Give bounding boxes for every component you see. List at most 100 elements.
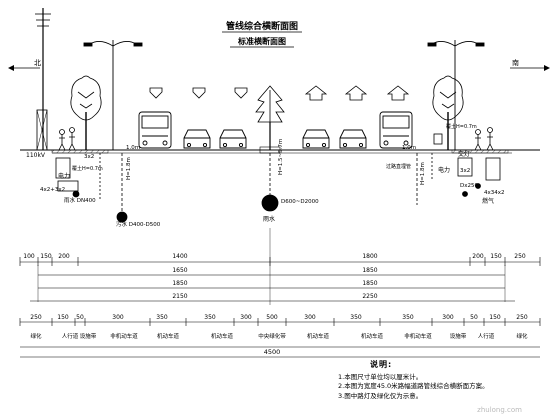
streetlight-left — [83, 40, 143, 150]
car-3 — [302, 129, 330, 149]
pedestrians-right — [474, 127, 494, 151]
dim-row2-left: 1650 — [172, 267, 187, 274]
right-cable: 4x34x2 — [484, 190, 505, 196]
dim-row1-4: 1400 — [172, 253, 187, 260]
note-1: 1.本图尺寸单位均以厘米计。 — [338, 372, 423, 381]
notes-heading: 说明: — [370, 360, 393, 369]
right-cover-depth: 覆土H=0.7m — [446, 123, 477, 130]
dim-row2-right: 1850 — [362, 267, 377, 274]
right-pipe: Dx250 — [460, 183, 478, 189]
dim-row1-1: 100 — [23, 253, 35, 260]
drawing-title: 管线综合横断面图 — [226, 20, 298, 32]
pedestrians-left — [58, 127, 76, 151]
dim-row1-2: 150 — [40, 253, 52, 260]
right-elec-box: 电力 — [438, 166, 450, 174]
seg-10: 350 — [350, 314, 362, 321]
zone-3: 设施带 — [80, 332, 97, 340]
seg-11: 350 — [402, 314, 414, 321]
right-traffic-light: 交灯 — [458, 150, 470, 158]
right-small-label-2: 3x2 — [460, 168, 470, 174]
zone-9: 机动车道 — [361, 332, 384, 340]
segment-ticks — [19, 318, 541, 326]
direction-arrows-up — [304, 85, 410, 101]
left-power-cable: 4x2+3x2 — [40, 187, 65, 193]
south-arrow: 南 — [510, 58, 550, 71]
right-small-label-1: 1.0m — [402, 145, 416, 151]
utilities-left — [55, 153, 128, 223]
voltage-label: 110kV — [26, 152, 46, 159]
left-small-label-1: 3x2 — [84, 154, 94, 160]
left-depth-label: H=1.8m — [126, 157, 132, 180]
zone-13: 绿化 — [516, 332, 528, 340]
zone-4: 非机动车道 — [110, 332, 138, 340]
drawing-subtitle: 标准横断面图 — [237, 36, 286, 46]
notes-block: 说明: 1.本图尺寸单位均以厘米计。 2.本图为宽度45.0米路幅道路管线综合横… — [338, 360, 548, 401]
left-small-label-2: 1.0m — [126, 145, 140, 151]
seg-1: 250 — [30, 314, 42, 321]
dim-total: 4500 — [264, 348, 281, 356]
watermark: zhulong.com — [477, 406, 522, 414]
zone-2: 人行道 — [62, 332, 79, 340]
note-2: 2.本图为宽度45.0米路幅道路管线综合横断面方案。 — [338, 382, 489, 390]
extension-lines — [37, 228, 506, 305]
right-buried-cable: 过路直埋管 — [386, 163, 411, 170]
left-sewer-label: 污水 D400-D500 — [116, 220, 161, 228]
north-label: 北 — [34, 59, 41, 67]
center-rain-label: 雨水 — [263, 215, 275, 223]
car-4 — [339, 129, 367, 149]
zone-6: 机动车道 — [211, 332, 234, 340]
bus-right — [379, 111, 413, 149]
seg-7: 300 — [240, 314, 252, 321]
seg-8: 500 — [266, 314, 278, 321]
right-depth-label: H=1.8m — [420, 162, 426, 185]
power-pole-left — [35, 8, 51, 151]
dimension-lines — [20, 261, 540, 358]
seg-3: 50 — [76, 314, 84, 321]
dim-row1-8: 250 — [514, 253, 526, 260]
road-surface — [20, 146, 540, 154]
dim-row1-5: 1800 — [362, 253, 377, 260]
left-power-label: 电力 — [58, 172, 70, 180]
seg-12: 300 — [442, 314, 454, 321]
seg-13: 50 — [470, 314, 478, 321]
car-1 — [183, 129, 211, 149]
zone-7: 中央绿化带 — [258, 332, 286, 340]
seg-9: 300 — [304, 314, 316, 321]
south-label: 南 — [512, 58, 519, 67]
seg-2: 150 — [57, 314, 69, 321]
direction-arrows-down — [149, 87, 248, 99]
zone-5: 机动车道 — [157, 332, 180, 340]
utilities-center — [261, 153, 279, 212]
dim-row1-7: 150 — [490, 253, 502, 260]
dim-row3-left: 1850 — [172, 280, 187, 287]
zone-11: 设施带 — [450, 332, 467, 340]
tree-median — [255, 85, 285, 150]
center-rain-pipe: D600~D2000 — [281, 199, 319, 205]
bus-left — [138, 111, 172, 149]
note-3: 3.图中路灯及绿化仅为示意。 — [338, 391, 423, 400]
seg-14: 150 — [489, 314, 501, 321]
zone-8: 机动车道 — [307, 332, 330, 340]
left-rain-pipe: 雨水 DN400 — [64, 196, 96, 204]
dim-row3-right: 1850 — [362, 280, 377, 287]
north-arrow: 北 — [8, 59, 41, 71]
dim-row1-3: 200 — [58, 253, 70, 260]
row1-ticks — [19, 257, 541, 266]
utilities-right — [416, 133, 501, 205]
seg-6: 350 — [204, 314, 216, 321]
zone-12: 人行道 — [478, 332, 495, 340]
dim-row4-left: 2150 — [172, 293, 187, 300]
tree-right — [432, 75, 464, 150]
seg-5: 350 — [156, 314, 168, 321]
dim-row4-right: 2250 — [362, 293, 377, 300]
zone-10: 非机动车道 — [404, 332, 432, 340]
seg-15: 250 — [516, 314, 528, 321]
streetlight-right — [427, 40, 485, 150]
right-gas: 燃气 — [482, 197, 494, 205]
left-gas-depth: 覆土H=0.7m — [72, 165, 103, 172]
car-2 — [219, 129, 247, 149]
zone-1: 绿化 — [30, 332, 42, 340]
dim-row1-6: 200 — [472, 253, 484, 260]
center-depth-label: H=1.5~5.7m — [278, 139, 284, 175]
